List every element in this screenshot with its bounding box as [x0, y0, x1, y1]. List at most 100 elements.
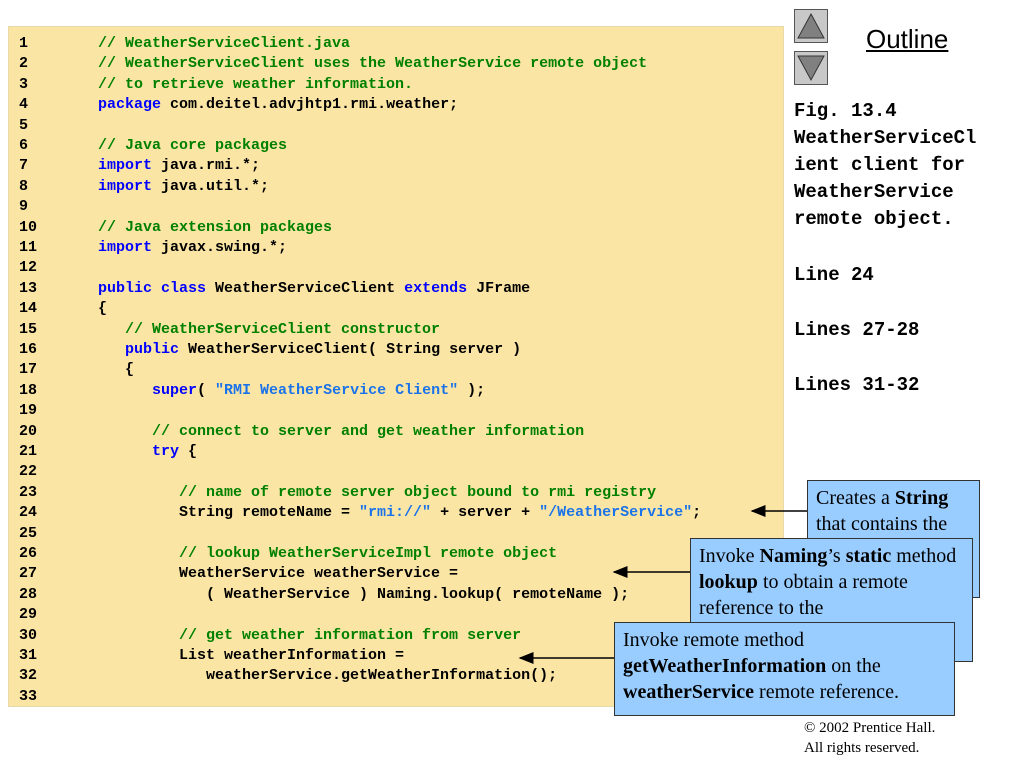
- code-token: super: [152, 381, 198, 399]
- code-token: import: [98, 157, 153, 175]
- code-line: 5: [9, 116, 71, 136]
- code-line: 16 public WeatherServiceClient( String s…: [9, 340, 521, 360]
- code-line: 4 package com.deitel.advjhtp1.rmi.weathe…: [9, 95, 458, 115]
- callout-text: getWeatherInformation: [623, 655, 827, 677]
- code-line: 19: [9, 401, 71, 421]
- code-token: // connect to server and get weather inf…: [71, 422, 585, 440]
- line-number: 11: [19, 239, 38, 256]
- code-line: 31 List weatherInformation =: [9, 646, 404, 666]
- figure-caption: Fig. 13.4 WeatherServiceCl ient client f…: [794, 100, 977, 230]
- code-token: ;: [692, 504, 702, 522]
- callout-text: weatherService: [623, 681, 755, 703]
- code-line: 18 super( "RMI WeatherService Client" );: [9, 381, 485, 401]
- callout-text: to obtain a remote reference to the: [699, 571, 908, 619]
- outline-link[interactable]: Outline: [866, 24, 949, 54]
- code-line: 6 // Java core packages: [9, 136, 287, 156]
- code-token: // name of remote server object bound to…: [71, 483, 657, 501]
- code-token: import: [98, 177, 153, 195]
- callout-text: ’s: [827, 545, 846, 567]
- note-lines-27-28: Lines 27-28: [794, 319, 920, 341]
- code-line: 26 // lookup WeatherServiceImpl remote o…: [9, 544, 557, 564]
- line-number: 3: [19, 75, 29, 93]
- code-line: 32 weatherService.getWeatherInformation(…: [9, 666, 557, 686]
- code-token: public: [125, 341, 180, 358]
- line-number: 26: [19, 545, 38, 562]
- code-token: // lookup WeatherServiceImpl remote obje…: [71, 545, 558, 562]
- note-lines-31-32: Lines 31-32: [794, 374, 920, 396]
- code-token: String remoteName =: [71, 504, 360, 522]
- callout-text: Invoke: [699, 545, 760, 567]
- next-slide-button[interactable]: [794, 51, 828, 85]
- code-token: com.deitel.advjhtp1.rmi.weather;: [161, 96, 459, 114]
- line-number: 14: [19, 300, 38, 318]
- callout-text: String: [894, 487, 949, 509]
- code-token: java.rmi.*;: [152, 157, 261, 175]
- code-token: // Java core packages: [71, 137, 288, 154]
- copyright-line-1: © 2002 Prentice Hall.: [804, 720, 936, 736]
- code-line: 14 {: [9, 299, 107, 319]
- previous-slide-button[interactable]: [794, 9, 828, 43]
- line-number: 12: [19, 259, 38, 277]
- line-number: 2: [19, 55, 29, 73]
- line-number: 32: [19, 667, 38, 685]
- line-number: 21: [19, 443, 38, 460]
- line-number: 31: [19, 647, 38, 664]
- note-line-24: Line 24: [794, 264, 874, 286]
- code-token: ( WeatherService ) Naming.lookup( remote…: [71, 585, 630, 603]
- code-line: 23 // name of remote server object bound…: [9, 483, 656, 503]
- callout-lines-31-32: Invoke remote method getWeatherInformati…: [614, 622, 955, 716]
- triangle-down-icon: [797, 55, 825, 82]
- line-number: 22: [19, 463, 38, 481]
- callout-text: remote reference.: [754, 681, 899, 703]
- line-number: 13: [19, 279, 38, 297]
- line-number: 16: [19, 341, 38, 358]
- line-number: 7: [19, 157, 29, 175]
- line-number: 30: [19, 626, 38, 644]
- line-number: 24: [19, 504, 38, 522]
- code-line: 24 String remoteName = "rmi://" + server…: [9, 503, 701, 523]
- callout-text: that contains the: [816, 513, 948, 535]
- line-number: 29: [19, 606, 38, 624]
- line-number: 9: [19, 198, 29, 216]
- code-token: WeatherService weatherService =: [71, 565, 459, 583]
- code-token: // WeatherServiceClient uses the Weather…: [71, 55, 648, 73]
- code-line: 15 // WeatherServiceClient constructor: [9, 320, 440, 340]
- code-token: WeatherServiceClient: [206, 279, 405, 297]
- code-token: package: [98, 96, 162, 114]
- code-token: JFrame: [467, 279, 531, 297]
- callout-text: Invoke remote method: [623, 629, 805, 651]
- line-number: 15: [19, 320, 38, 338]
- line-number: 19: [19, 402, 38, 420]
- callout-text: on the: [826, 655, 881, 677]
- callout-text: lookup: [699, 571, 758, 593]
- code-token: {: [71, 361, 135, 379]
- code-line: 12: [9, 258, 71, 278]
- code-token: List weatherInformation =: [71, 647, 405, 664]
- callout-text: static: [845, 545, 892, 567]
- code-token: javax.swing.*;: [152, 239, 288, 256]
- callout-text: method: [891, 545, 957, 567]
- line-number: 25: [19, 524, 38, 542]
- code-line: 7 import java.rmi.*;: [9, 156, 260, 176]
- code-token: {: [71, 300, 108, 318]
- callout-text: Creates a: [816, 487, 895, 509]
- code-token: WeatherServiceClient( String server ): [179, 341, 522, 358]
- code-line: 33: [9, 687, 71, 707]
- copyright-line-2: All rights reserved.: [804, 740, 920, 756]
- code-line: 21 try {: [9, 442, 197, 462]
- line-number: 5: [19, 116, 29, 134]
- code-token: (: [197, 381, 216, 399]
- code-token: + server +: [431, 504, 540, 522]
- code-token: );: [458, 381, 486, 399]
- line-number: 28: [19, 585, 38, 603]
- code-line: 1 // WeatherServiceClient.java: [9, 34, 350, 54]
- line-number: 6: [19, 137, 29, 154]
- code-token: "rmi://": [359, 504, 432, 522]
- callout-text: Naming: [759, 545, 828, 567]
- line-number: 17: [19, 361, 38, 379]
- code-line: 25: [9, 524, 71, 544]
- code-line: 10 // Java extension packages: [9, 218, 332, 238]
- line-number: 23: [19, 483, 38, 501]
- code-token: extends: [404, 279, 468, 297]
